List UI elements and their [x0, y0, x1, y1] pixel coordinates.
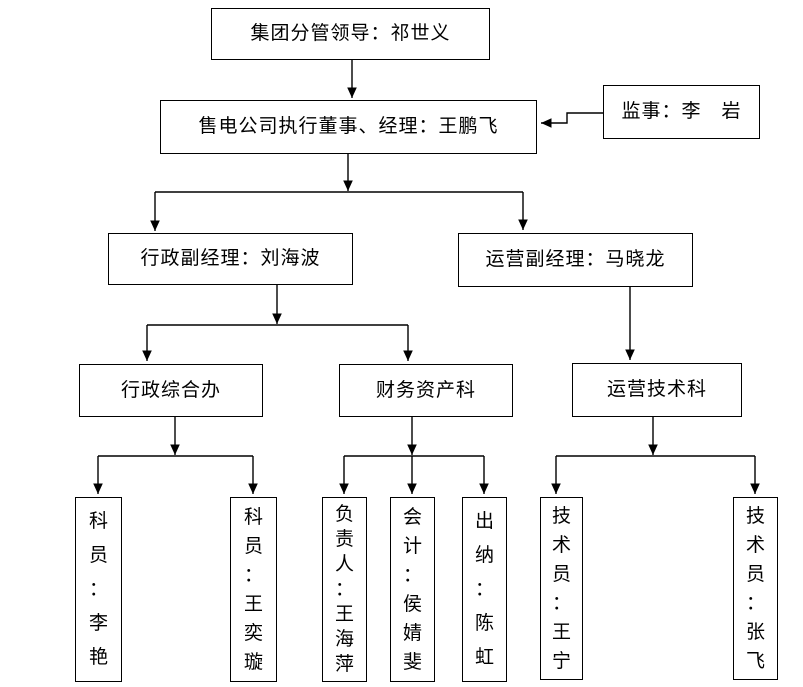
node-clerk-li-yan: 科 员 ： 李 艳	[75, 497, 122, 682]
node-operation-deputy-manager: 运营副经理：马晓龙	[458, 233, 693, 287]
node-finance-asset-dept: 财务资产科	[339, 364, 513, 417]
connector-supervisor-director	[541, 112, 603, 128]
node-head-wang-haiping: 负 责 人 ： 王 海 萍	[322, 497, 367, 682]
node-accountant-hou-jingfei: 会 计 ： 侯 婧 斐	[390, 497, 435, 682]
node-admin-office: 行政综合办	[79, 364, 263, 417]
node-admin-deputy-manager: 行政副经理：刘海波	[108, 233, 353, 285]
node-cashier-chen-hong: 出 纳 ： 陈 虹	[462, 497, 507, 682]
node-operation-tech-dept: 运营技术科	[572, 363, 742, 417]
node-supervisor: 监事：李 岩	[603, 85, 760, 139]
node-clerk-wang-yixuan: 科 员 ： 王 奕 璇	[230, 497, 277, 682]
node-group-leader: 集团分管领导：祁世义	[211, 8, 490, 60]
node-tech-wang-ning: 技 术 员 ： 王 宁	[540, 497, 583, 680]
node-executive-director: 售电公司执行董事、经理：王鹏飞	[160, 100, 537, 154]
node-tech-zhang-fei: 技 术 员 ： 张 飞	[733, 497, 778, 680]
